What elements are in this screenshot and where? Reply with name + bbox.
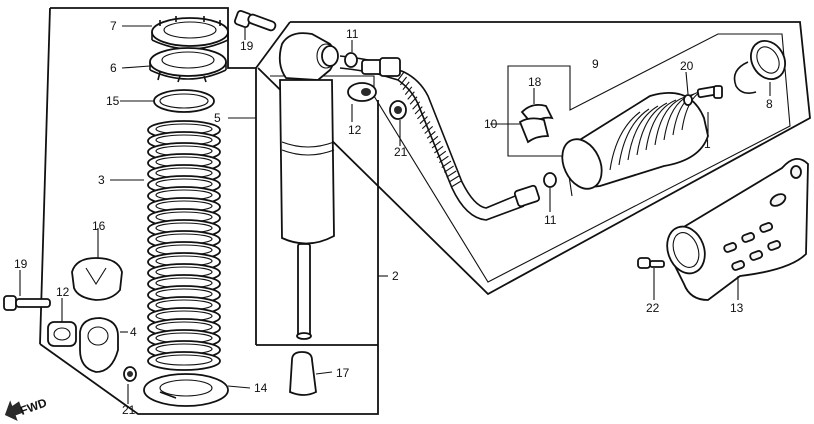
lower-mount-part-4 bbox=[79, 317, 119, 373]
valve-stem bbox=[696, 85, 723, 99]
coil-spring-part-3 bbox=[147, 120, 221, 371]
reservoir-rib bbox=[654, 96, 686, 146]
bump-stop-part-17 bbox=[289, 351, 317, 396]
callout-p12a: 12 bbox=[56, 285, 70, 299]
callout-p11b: 11 bbox=[544, 213, 557, 227]
part-number-labels: 1234567891011111212131415161718191920212… bbox=[14, 19, 773, 417]
shock-absorber-part-5 bbox=[278, 32, 339, 340]
callout-p7: 7 bbox=[110, 19, 117, 33]
reservoir-rib bbox=[645, 99, 677, 151]
callout-p3: 3 bbox=[98, 173, 105, 187]
reservoir-rib bbox=[627, 105, 659, 161]
spring-coil-inner bbox=[155, 354, 213, 366]
reservoir-rib bbox=[609, 111, 641, 171]
callout-p13: 13 bbox=[730, 301, 744, 315]
callout-p19b: 19 bbox=[14, 257, 28, 271]
callout-p1: 1 bbox=[704, 137, 711, 151]
o-ring-part-20 bbox=[683, 94, 693, 106]
bump-rubber-part-16 bbox=[71, 257, 123, 301]
rubber-pad-part-18 bbox=[518, 103, 554, 144]
bolt-part-21-upper bbox=[389, 100, 407, 120]
callout-p16: 16 bbox=[92, 219, 106, 233]
forward-direction-indicator: FWD bbox=[4, 395, 49, 421]
callout-p4: 4 bbox=[130, 325, 137, 339]
callout-p5: 5 bbox=[214, 111, 221, 125]
o-ring-part-11-lower bbox=[543, 172, 557, 188]
callout-p2: 2 bbox=[392, 269, 399, 283]
leader-lines bbox=[19, 25, 771, 404]
callout-p12b: 12 bbox=[348, 123, 362, 137]
forward-arrow-icon bbox=[4, 400, 24, 421]
reservoir-bracket-part-13 bbox=[666, 158, 809, 301]
callout-p9: 9 bbox=[592, 57, 599, 71]
callout-p21b: 21 bbox=[394, 145, 408, 159]
spring-seat-part-14 bbox=[143, 373, 229, 407]
callout-p22: 22 bbox=[646, 301, 660, 315]
forward-label: FWD bbox=[18, 395, 49, 418]
reservoir-hose bbox=[339, 55, 541, 221]
lock-ring-part-7 bbox=[151, 16, 229, 50]
callout-p20: 20 bbox=[680, 59, 694, 73]
reservoir-rib bbox=[618, 108, 650, 166]
bolt-part-21-lower bbox=[123, 366, 137, 382]
callout-p19a: 19 bbox=[240, 39, 254, 53]
bushing-part-12-left bbox=[47, 321, 77, 347]
assembly-outline-boxes bbox=[39, 7, 811, 415]
reservoir-rib bbox=[636, 102, 668, 156]
reservoir-cap-part-8 bbox=[750, 40, 786, 80]
callout-p14: 14 bbox=[254, 381, 268, 395]
callout-p15: 15 bbox=[106, 94, 120, 108]
callout-p6: 6 bbox=[110, 61, 117, 75]
bolt-part-22 bbox=[637, 257, 665, 269]
bolt-part-19-upper bbox=[233, 9, 277, 32]
callout-p8: 8 bbox=[766, 97, 773, 111]
callout-p10: 10 bbox=[484, 117, 498, 131]
callout-p11a: 11 bbox=[346, 27, 359, 41]
callout-p21a: 21 bbox=[122, 403, 136, 417]
bolt-part-19-lower bbox=[3, 295, 51, 311]
callout-p18: 18 bbox=[528, 75, 542, 89]
washer-part-15 bbox=[153, 89, 215, 113]
o-ring-part-11-upper bbox=[344, 52, 358, 68]
snap-ring-part-8 bbox=[733, 61, 757, 94]
callout-p17: 17 bbox=[336, 366, 350, 380]
lock-nut-part-6 bbox=[149, 47, 227, 83]
